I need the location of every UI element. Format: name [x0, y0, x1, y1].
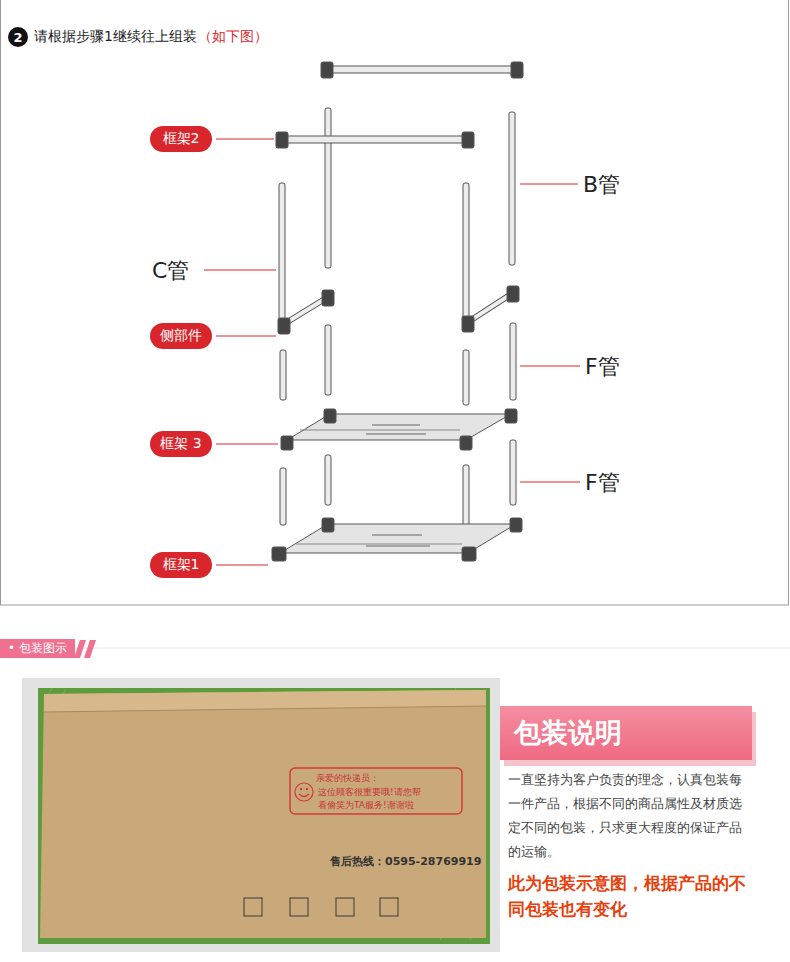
node-text: 框架 3: [160, 435, 201, 453]
package-note: 此为包装示意图，根据产品的不同包装也有变化: [508, 870, 748, 922]
section-band: 包装说明: [500, 706, 752, 760]
node-text: • 包装图示: [8, 640, 67, 657]
part-label: F管: [585, 352, 620, 382]
hotline-text: 售后热线：0595-28769919: [330, 854, 481, 869]
part-label: F管: [585, 468, 620, 498]
stamp-text: 亲爱的快递员：: [316, 772, 379, 785]
node-text: 框架2: [163, 130, 200, 148]
part-tag: 框架2: [150, 126, 212, 152]
step-title: 请根据步骤1继续往上组装: [34, 28, 197, 46]
node-text: 框架1: [163, 556, 200, 574]
part-tag: 侧部件: [150, 323, 212, 349]
node-text: 包装说明: [514, 715, 622, 751]
part-label: C管: [152, 256, 189, 286]
section-tab: • 包装图示: [0, 639, 75, 658]
part-tag: 框架1: [150, 552, 212, 578]
part-label: B管: [583, 170, 620, 200]
step-number-circle: 2: [8, 27, 28, 47]
title-note: （如下图）: [198, 28, 268, 46]
node-text: 侧部件: [160, 327, 202, 345]
node-text: 2: [13, 30, 22, 45]
stamp-text: 这位顾客很重要哦!请您帮: [318, 786, 421, 799]
part-tag: 框架 3: [150, 431, 212, 457]
stamp-text: 看偷笑为TA服务!谢谢啦: [318, 799, 414, 812]
package-paragraph: 一直坚持为客户负责的理念，认真包装每一件产品，根据不同的商品属性及材质选定不同的…: [508, 768, 752, 864]
